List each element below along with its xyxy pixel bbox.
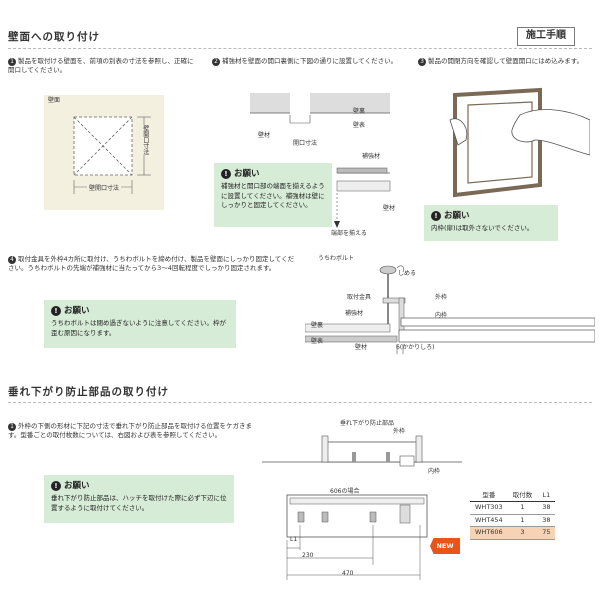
note1-title: !お願い (221, 168, 325, 180)
procedure-badge: 施工手順 (517, 27, 575, 46)
note3-title: !お願い (51, 305, 229, 317)
note2-title: !お願い (431, 210, 551, 222)
dim-230-label: 230 (302, 552, 314, 559)
outer-frame-label: 外枠 (435, 294, 448, 301)
bolt-label: うちわボルト (318, 255, 355, 262)
exclamation-icon: ! (51, 481, 61, 491)
step-number: 1 (8, 58, 16, 66)
note1-text: 補強材と開口部の端面を揃えるように設置してください。補強材は壁にしっかりと固定し… (221, 182, 325, 210)
step2-align-label: 端部を揃える (331, 230, 367, 237)
bolt-fixing-drawing (305, 265, 595, 354)
table-header: 型番 (470, 490, 508, 503)
step-number: 4 (8, 256, 16, 264)
overlap-label: 6(かかりしろ) (396, 344, 435, 351)
reinforcement-drawing (250, 93, 391, 228)
step2-reinforce-label: 補強材 (362, 153, 381, 160)
dim-470-label: 470 (342, 570, 354, 577)
section2-note-title: !お願い (51, 480, 227, 492)
step2-wall2-label: 壁材 (383, 205, 396, 212)
step4-wall-label: 壁材 (355, 344, 368, 351)
wall-diagram: 壁面 壁開口寸法 壁開口寸法 (44, 95, 164, 210)
note3-box: !お願い うちわボルトは閉め過ぎないように注意してください。枠が歪む原因になりま… (44, 300, 236, 348)
exclamation-icon: ! (221, 169, 231, 179)
step2-surface-label: 壁表 (353, 122, 366, 129)
section1-divider (8, 48, 592, 49)
note2-text: 内枠(扉)は取外さないでください。 (431, 224, 534, 233)
opening-height-label: 壁開口寸法 (140, 125, 149, 155)
step4-surface-label: 壁表 (311, 338, 324, 345)
table-header: 取付数 (507, 490, 538, 503)
note1-box: !お願い 補強材と開口部の端面を揃えるように設置してください。補強材は壁にしっか… (214, 163, 332, 227)
section2-outer-label: 外枠 (393, 428, 406, 435)
l1-label: L1 (290, 536, 298, 543)
model606-label: 606の場合 (330, 488, 360, 495)
section2-title: 垂れ下がり防止部品の取り付け (8, 386, 169, 398)
exclamation-icon: ! (431, 211, 441, 221)
wall-label: 壁面 (48, 97, 61, 104)
bracket-label: 取付金具 (347, 294, 372, 301)
new-badge: NEW (430, 538, 460, 554)
step-number: 3 (418, 58, 426, 66)
section2-note-text: 垂れ下がり防止部品は、ハッチを取付けた際に必ず下辺に位置するように取付けてくださ… (51, 494, 227, 512)
section1-title: 壁面への取り付け (8, 31, 100, 43)
step2-wall-label: 壁材 (258, 132, 271, 139)
note2-box: !お願い 内枠(扉)は取外さないでください。 (424, 205, 558, 241)
anti-sag-part-label: 垂れ下がり防止部品 (340, 420, 395, 427)
step-number: 1 (8, 423, 16, 431)
step4-reinforce-label: 補強材 (345, 310, 364, 317)
opening-width-label: 壁開口寸法 (87, 185, 122, 194)
step-number: 2 (212, 58, 220, 66)
hatch-insert-illustration (449, 87, 590, 198)
table-header: L1 (537, 490, 556, 503)
tighten-label: しめる (398, 270, 417, 277)
section2-note-box: !お願い 垂れ下がり防止部品は、ハッチを取付けた際に必ず下辺に位置するように取付… (44, 475, 234, 523)
anti-sag-drawing (262, 435, 462, 580)
inner-frame-label: 内枠 (435, 312, 448, 319)
step2-opening-label: 開口寸法 (293, 140, 318, 147)
note3-text: うちわボルトは閉め過ぎないように注意してください。枠が歪む原因になります。 (51, 319, 226, 337)
section2-divider (8, 402, 592, 403)
table-header-row: 型番 取付数 L1 (470, 490, 556, 503)
step4-back-label: 壁裏 (311, 322, 324, 329)
exclamation-icon: ! (51, 306, 61, 316)
section2-inner-label: 内枠 (428, 468, 441, 475)
step2-back-label: 壁裏 (353, 108, 366, 115)
